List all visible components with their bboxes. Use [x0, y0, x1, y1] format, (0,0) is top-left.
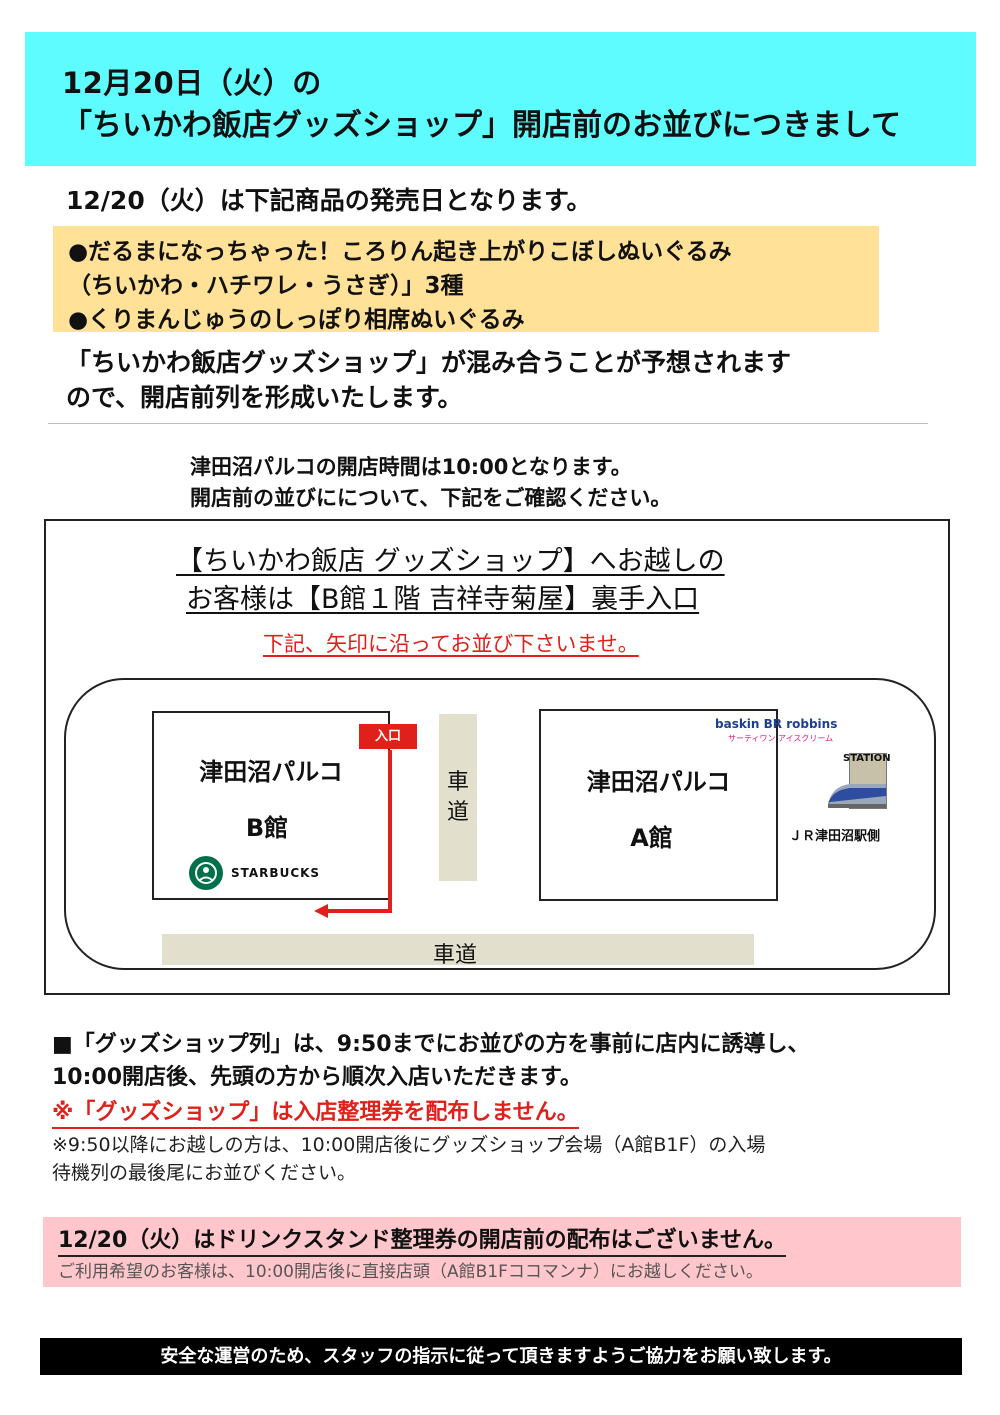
crowd-notice-line2: ので、開店前列を形成いたします。 — [66, 383, 463, 412]
road-horizontal — [162, 934, 754, 965]
no-ticket-notice: ※「グッズショップ」は入店整理券を配布しません。 — [52, 1094, 579, 1129]
baskin-robbins-subtext: サーティワン アイスクリーム — [728, 734, 834, 743]
header-banner — [25, 32, 976, 166]
road-vertical-label: 車道 — [447, 770, 470, 825]
road-horizontal-label: 車道 — [433, 943, 478, 968]
starbucks-logo-icon — [189, 856, 223, 890]
header-date: 12月20日（火）の — [62, 66, 322, 100]
product-item: ●だるまになっちゃった！ころりん起き上がりこぼしぬいぐるみ — [68, 239, 732, 265]
drink-stand-headline: 12/20（火）はドリンクスタンド整理券の開店前の配布はございません。 — [58, 1222, 786, 1257]
divider — [48, 423, 928, 424]
train-icon — [828, 784, 886, 808]
starbucks-logo-text: STARBUCKS — [231, 866, 321, 880]
map-instruction: 下記、矢印に沿ってお並び下さいませ。 — [263, 632, 639, 656]
opening-hours: 津田沼パルコの開店時間は10:00となります。 — [190, 455, 632, 479]
release-intro: 12/20（火）は下記商品の発売日となります。 — [66, 186, 592, 215]
building-a-wing: A館 — [630, 824, 673, 852]
road-vertical — [439, 714, 477, 881]
queue-info-line2: 10:00開店後、先頭の方から順次入店いただきます。 — [52, 1065, 582, 1090]
baskin-robbins-logo: baskin BR robbins — [715, 717, 838, 731]
crowd-notice-line1: 「ちいかわ飯店グッズショップ」が混み合うことが予想されます — [66, 348, 792, 377]
late-arrival-note-line2: 待機列の最後尾にお並びください。 — [52, 1162, 357, 1184]
station-label: ＪＲ津田沼駅側 — [789, 829, 881, 844]
map-title-line2: お客様は【B館１階 吉祥寺菊屋】裏手入口 — [186, 584, 700, 615]
drink-stand-note: ご利用希望のお客様は、10:00開店後に直接店頭（A館B1Fココマンナ）にお越し… — [58, 1262, 763, 1282]
building-a-name: 津田沼パルコ — [586, 768, 731, 796]
product-item-variants: （ちいかわ・ハチワレ・うさぎ）」3種 — [68, 273, 464, 299]
building-b-name: 津田沼パルコ — [199, 758, 343, 786]
drink-stand-box — [43, 1217, 961, 1287]
header-title: 「ちいかわ飯店グッズショップ」開店前のお並びにつきまして — [62, 108, 902, 143]
building-a — [539, 709, 778, 901]
entrance-badge: 入口 — [359, 724, 417, 749]
product-item: ●くりまんじゅうのしっぽり相席ぬいぐるみ — [68, 307, 525, 333]
footer-bar: 安全な運営のため、スタッフの指示に従って頂きますようご協力をお願い致します。 — [40, 1338, 962, 1375]
site-outline — [64, 678, 936, 970]
queue-info-line1: ■「グッズショップ列」は、9:50までにお並びの方を事前に店内に誘導し、 — [52, 1032, 810, 1057]
late-arrival-note-line1: ※9:50以降にお越しの方は、10:00開店後にグッズショップ会場（A館B1F）… — [52, 1134, 766, 1156]
map-frame — [44, 519, 950, 995]
map-title-line1: 【ちいかわ飯店 グッズショップ】へお越しの — [176, 546, 725, 577]
products-box — [53, 226, 879, 332]
station-sign: STATION — [843, 753, 891, 764]
queue-arrow — [314, 750, 392, 918]
confirm-instructions: 開店前の並びにについて、下記をご確認ください。 — [190, 486, 672, 510]
building-b-wing: B館 — [245, 814, 289, 842]
